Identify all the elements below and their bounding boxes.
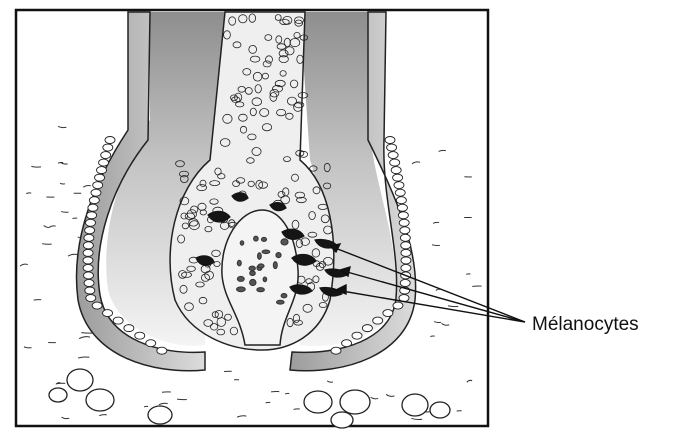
sheath-cell	[86, 219, 96, 226]
sheath-cell	[93, 182, 103, 189]
papilla-cell	[258, 264, 264, 268]
sheath-cell	[83, 272, 93, 279]
sheath-cell	[103, 310, 113, 317]
sheath-cell	[84, 234, 94, 241]
papilla-cell	[237, 287, 246, 292]
sheath-cell	[97, 167, 107, 174]
sheath-cell	[95, 174, 105, 181]
sheath-cell	[400, 234, 410, 241]
sheath-cell	[383, 310, 393, 317]
sheath-cell	[394, 182, 404, 189]
sheath-cell	[103, 144, 113, 151]
sheath-cell	[401, 264, 411, 271]
sheath-cell	[399, 219, 409, 226]
papilla-cell	[281, 239, 288, 245]
sheath-cell	[99, 159, 109, 166]
sheath-cell	[400, 227, 410, 234]
sheath-cell	[397, 204, 407, 211]
sheath-cell	[124, 325, 134, 332]
sheath-cell	[84, 279, 94, 286]
sheath-cell	[396, 197, 406, 204]
papilla-cell	[250, 271, 256, 276]
sheath-cell	[83, 264, 93, 271]
sheath-cell	[146, 340, 156, 347]
sheath-cell	[390, 159, 400, 166]
dermis-fiber	[144, 406, 148, 407]
sheath-cell	[91, 189, 101, 196]
papilla-cell	[250, 279, 256, 285]
melanocytes-label: Mélanocytes	[532, 314, 639, 336]
sheath-cell	[342, 340, 352, 347]
sheath-cell	[362, 325, 372, 332]
sheath-cell	[105, 137, 115, 144]
papilla-cell	[249, 266, 255, 270]
sheath-cell	[87, 212, 97, 219]
papilla-cell	[276, 253, 281, 258]
dermis-fiber	[430, 336, 434, 337]
papilla-cell	[262, 250, 270, 254]
sheath-cell	[83, 257, 93, 264]
sheath-cell	[135, 332, 145, 339]
sheath-cell	[393, 302, 403, 309]
sheath-cell	[92, 302, 102, 309]
papilla-cell	[258, 253, 262, 260]
sheath-cell	[393, 174, 403, 181]
sheath-cell	[391, 167, 401, 174]
sheath-cell	[101, 152, 111, 159]
papilla-cell	[263, 277, 267, 282]
sheath-cell	[387, 144, 397, 151]
sheath-cell	[89, 197, 99, 204]
dermis-fiber	[294, 409, 300, 410]
sheath-cell	[331, 347, 341, 354]
papilla-cell	[237, 260, 241, 266]
papilla-cell	[261, 237, 266, 241]
sheath-cell	[398, 212, 408, 219]
sheath-cell	[400, 279, 410, 286]
sheath-cell	[395, 189, 405, 196]
papilla-cell	[281, 294, 287, 298]
papilla-cell	[257, 288, 265, 292]
sheath-cell	[388, 152, 398, 159]
sheath-cell	[85, 227, 95, 234]
sheath-cell	[86, 295, 96, 302]
sheath-cell	[83, 249, 93, 256]
papilla-cell	[237, 276, 244, 281]
sheath-cell	[373, 317, 383, 324]
sheath-cell	[401, 257, 411, 264]
sheath-cell	[352, 332, 362, 339]
sheath-cell	[385, 137, 395, 144]
sheath-cell	[157, 347, 167, 354]
papilla-cell	[273, 262, 277, 269]
papilla-cell	[254, 236, 259, 241]
sheath-cell	[88, 204, 98, 211]
dermis-fiber	[266, 402, 271, 403]
papilla-cell	[240, 241, 244, 246]
sheath-cell	[113, 317, 123, 324]
sheath-cell	[85, 287, 95, 294]
dermis-fiber	[177, 399, 187, 400]
sheath-cell	[401, 242, 411, 249]
dermis-fiber	[42, 244, 51, 245]
sheath-cell	[83, 242, 93, 249]
sheath-cell	[401, 249, 411, 256]
papilla-cell	[277, 300, 285, 304]
